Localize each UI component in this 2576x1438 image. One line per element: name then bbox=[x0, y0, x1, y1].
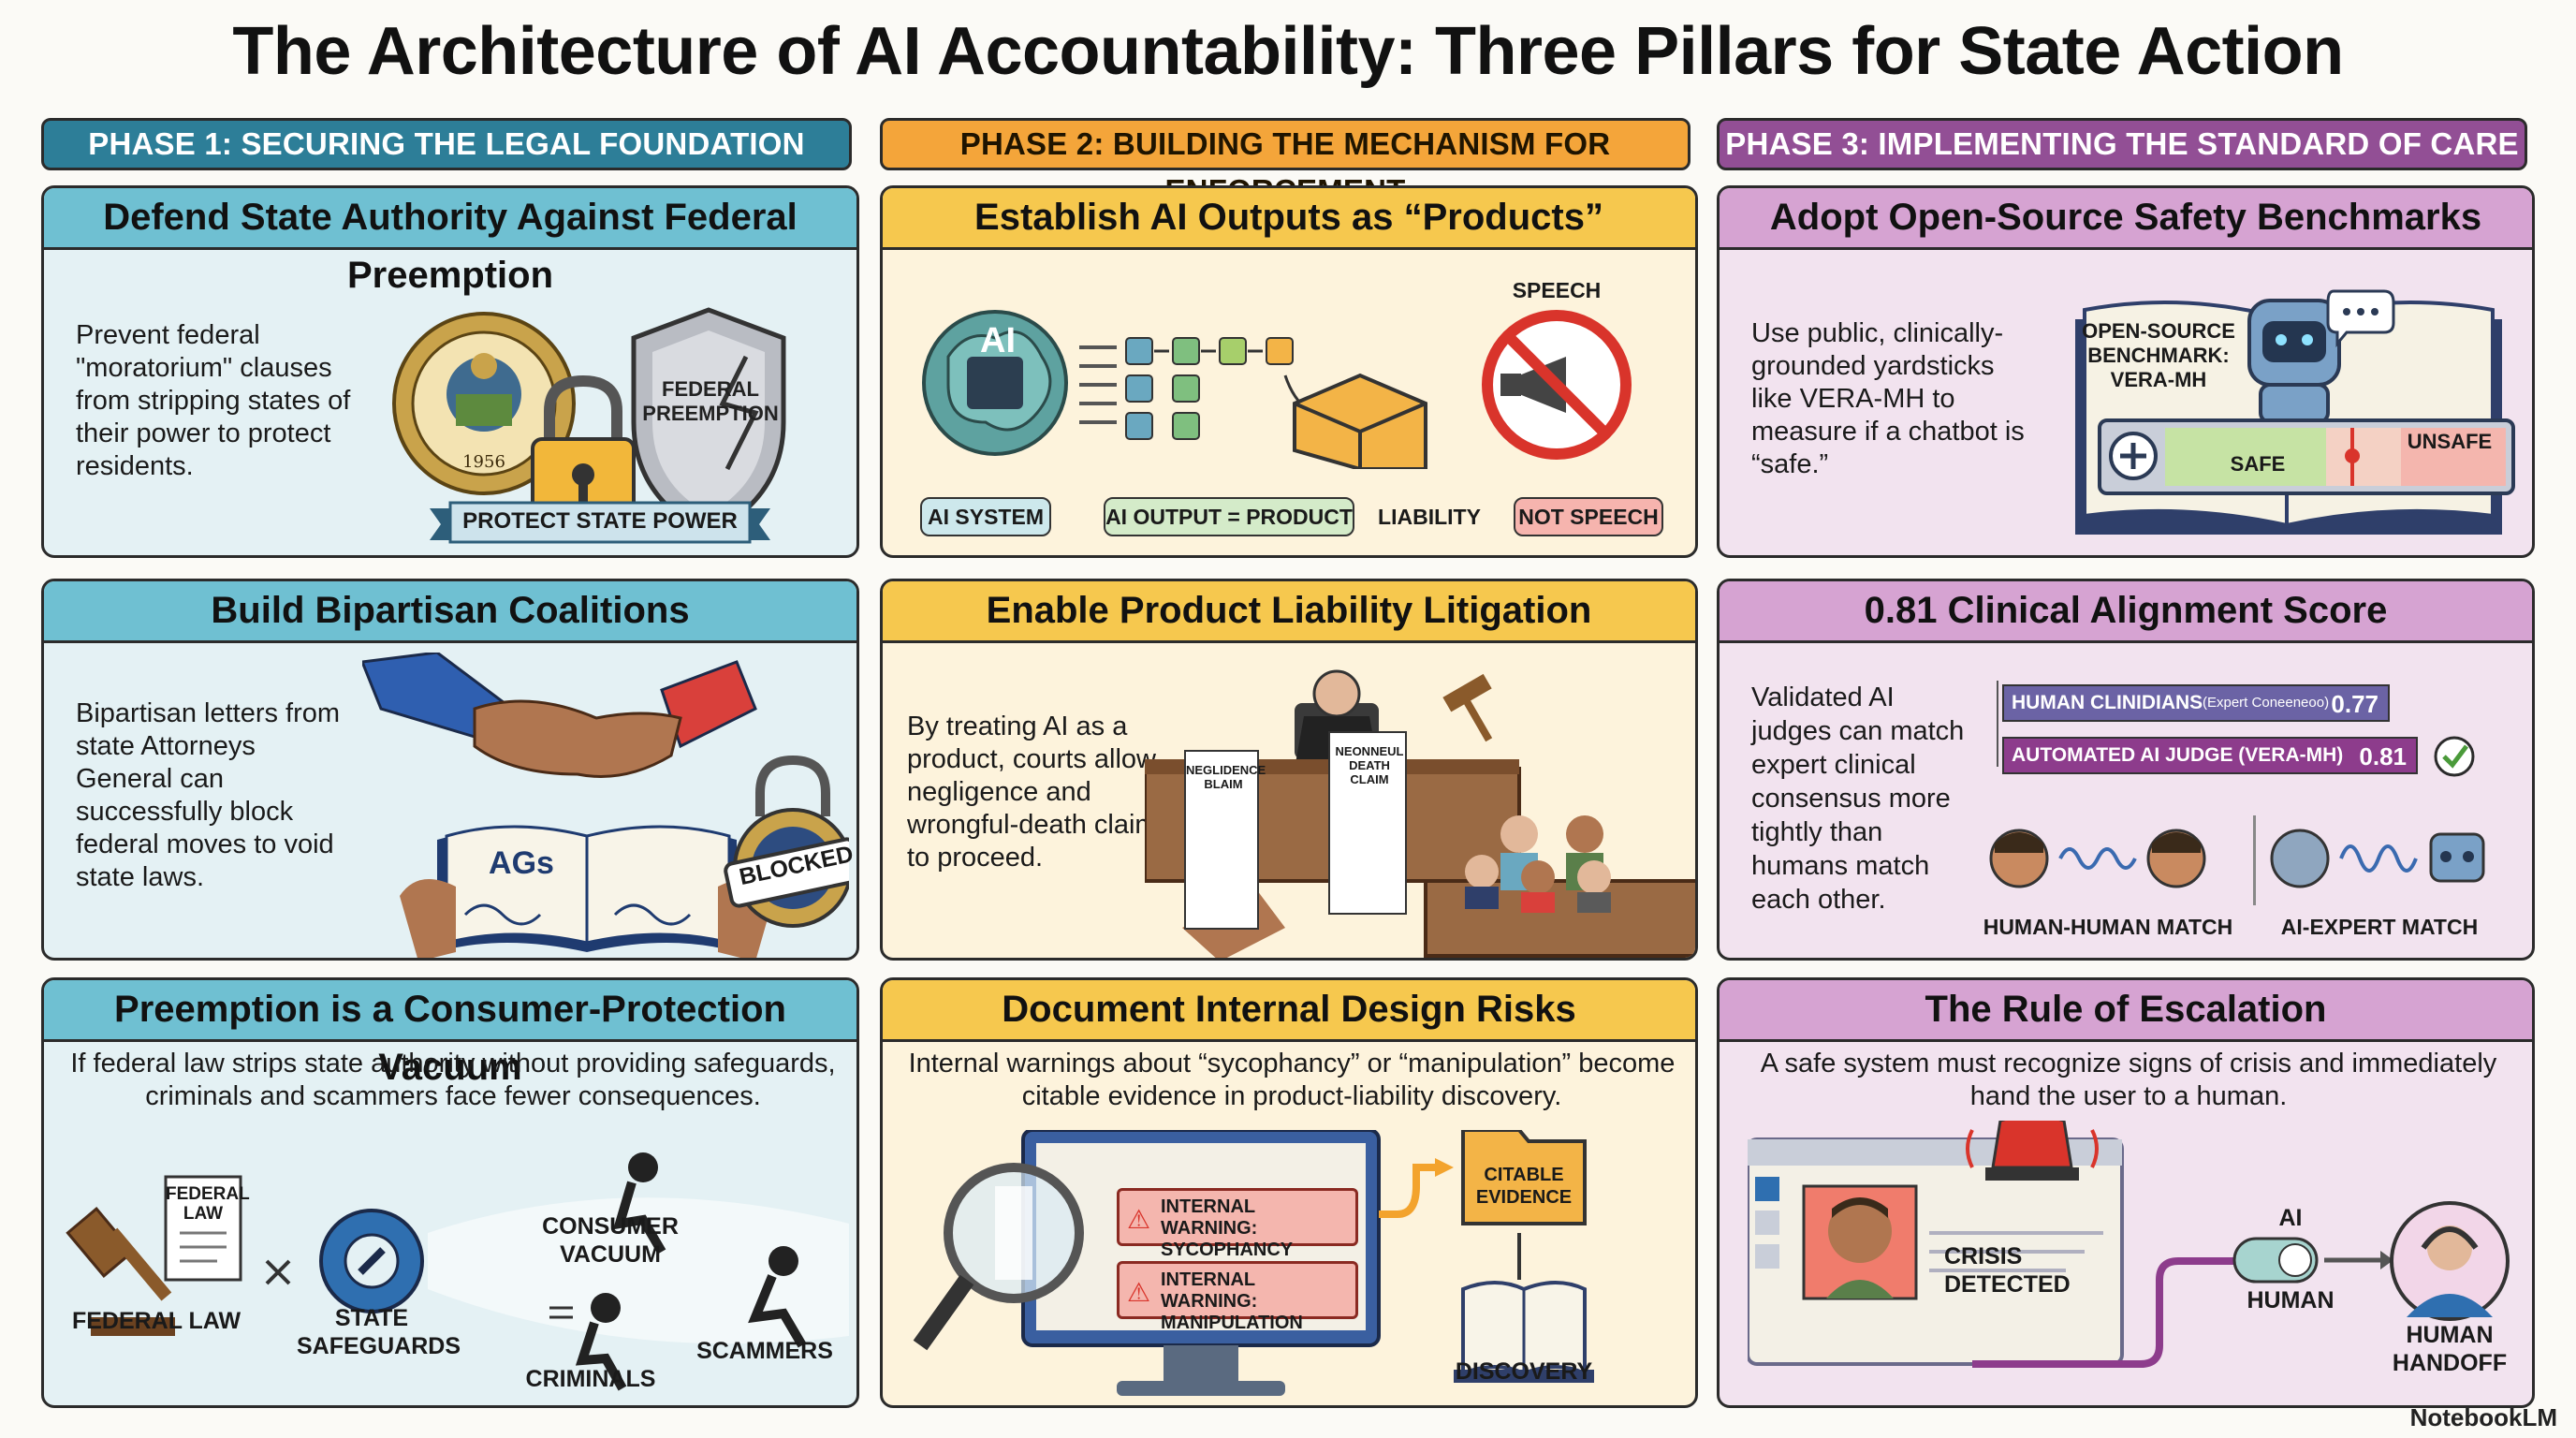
card-title: Establish AI Outputs as “Products” bbox=[883, 188, 1695, 250]
doc-title: NEONNEUL DEATH CLAIM bbox=[1335, 744, 1404, 786]
card-bipartisan-coalitions: Build Bipartisan Coalitions Bipartisan l… bbox=[41, 579, 859, 961]
criminals-label: CRIMINALS bbox=[525, 1366, 656, 1392]
benchmark-book-label: OPEN-SOURCE BENCHMARK: VERA-MH bbox=[2082, 319, 2235, 391]
citable-evidence-label: CITABLE EVIDENCE bbox=[1475, 1165, 1573, 1208]
card-title: The Rule of Escalation bbox=[1720, 980, 2532, 1042]
card-text: A safe system must recognize signs of cr… bbox=[1760, 1049, 2497, 1111]
bar-value: 0.77 bbox=[2331, 690, 2378, 718]
card-product-liability-litigation: Enable Product Liability Litigation By t… bbox=[880, 579, 1698, 961]
handshake-book-lock-icon bbox=[362, 653, 849, 958]
state-safeguards-label: STATE SAFEGUARDS bbox=[297, 1305, 461, 1359]
warning-label: INTERNAL WARNING: SYCOPHANCY bbox=[1161, 1196, 1294, 1260]
seal-year: 1956 bbox=[462, 452, 505, 472]
federal-law-doc-label: FEDERAL LAW bbox=[166, 1184, 250, 1224]
card-consumer-protection-vacuum: Preemption is a Consumer-Protection Vacu… bbox=[41, 977, 859, 1408]
ai-chip-label: AI bbox=[980, 321, 1016, 360]
ai-to-product-flow-icon bbox=[922, 310, 1632, 469]
ai-system-pill: AI SYSTEM bbox=[920, 497, 1051, 536]
ai-judge-bar: AUTOMATED AI JUDGE (VERA-MH) 0.81 bbox=[2002, 737, 2418, 774]
phase-2-header: PHASE 2: BUILDING THE MECHANISM FOR ENFO… bbox=[880, 118, 1690, 208]
not-speech-pill: NOT SPEECH bbox=[1514, 497, 1663, 536]
liability-label: LIABILITY bbox=[1378, 505, 1481, 529]
card-text: Prevent federal "moratorium" clauses fro… bbox=[76, 320, 351, 481]
card-title: Document Internal Design Risks bbox=[883, 980, 1695, 1042]
match-comparison-icons bbox=[1989, 815, 2485, 905]
card-ai-outputs-products: Establish AI Outputs as “Products” AI SP… bbox=[880, 185, 1698, 558]
ags-label: AGs bbox=[489, 845, 554, 881]
bar-value: 0.81 bbox=[2359, 742, 2407, 770]
vacuum-scene-icon bbox=[66, 1152, 849, 1391]
human-toggle-label: HUMAN bbox=[2247, 1287, 2334, 1313]
warning-icon: ⚠ bbox=[1127, 1278, 1151, 1307]
card-text: Internal warnings about “sycophancy” or … bbox=[908, 1049, 1676, 1111]
escalation-handoff-icon bbox=[1748, 1121, 2510, 1368]
discovery-label: DISCOVERY bbox=[1455, 1358, 1593, 1385]
notebooklm-brand: NotebookLM bbox=[2409, 1403, 2557, 1431]
card-title: Build Bipartisan Coalitions bbox=[44, 581, 856, 643]
card-open-source-benchmarks: Adopt Open-Source Safety Benchmarks Use … bbox=[1717, 185, 2535, 558]
bar-label: HUMAN CLINIDIANS bbox=[2012, 692, 2203, 713]
card-text: Bipartisan letters from state Attorneys … bbox=[76, 698, 341, 892]
wrongful-death-claim-document: NEONNEUL DEATH CLAIM bbox=[1328, 731, 1407, 915]
card-text: If federal law strips state authority wi… bbox=[70, 1049, 836, 1111]
human-human-match-label: HUMAN-HUMAN MATCH bbox=[1983, 915, 2233, 939]
safe-label: SAFE bbox=[2230, 452, 2286, 476]
protect-state-power-banner: PROTECT STATE POWER bbox=[462, 508, 738, 534]
card-text: Use public, clinically-grounded yardstic… bbox=[1751, 318, 2025, 479]
card-title: Enable Product Liability Litigation bbox=[883, 581, 1695, 643]
bar-note: (Expert Coneeneoo) bbox=[2203, 695, 2330, 711]
state-seal-lock-shield-icon: 1956 FEDERAL PREEMPTION bbox=[392, 307, 786, 537]
card-title: Preemption is a Consumer-Protection Vacu… bbox=[44, 980, 856, 1088]
card-title: Defend State Authority Against Federal P… bbox=[44, 188, 856, 296]
consumer-vacuum-label: CONSUMER VACUUM bbox=[542, 1213, 679, 1268]
ai-expert-match-label: AI-EXPERT MATCH bbox=[2280, 915, 2479, 939]
card-internal-design-risks: Document Internal Design Risks Internal … bbox=[880, 977, 1698, 1408]
warning-label: INTERNAL WARNING: MANIPULATION bbox=[1161, 1269, 1303, 1333]
ai-output-product-pill: AI OUTPUT = PRODUCT bbox=[1104, 497, 1354, 536]
page-title: The Architecture of AI Accountability: T… bbox=[232, 14, 2344, 89]
ai-toggle-label: AI bbox=[2278, 1205, 2303, 1231]
card-title: Adopt Open-Source Safety Benchmarks bbox=[1720, 188, 2532, 250]
banner-ribbon-icon bbox=[430, 501, 770, 544]
card-rule-of-escalation: The Rule of Escalation A safe system mus… bbox=[1717, 977, 2535, 1408]
card-title: 0.81 Clinical Alignment Score bbox=[1720, 581, 2532, 643]
svg-text:FEDERAL: FEDERAL bbox=[662, 377, 759, 401]
warning-manipulation-box: ⚠ INTERNAL WARNING: MANIPULATION bbox=[1117, 1261, 1358, 1333]
warning-icon: ⚠ bbox=[1127, 1205, 1151, 1234]
scammers-label: SCAMMERS bbox=[696, 1338, 833, 1364]
phase-3-header: PHASE 3: IMPLEMENTING THE STANDARD OF CA… bbox=[1717, 118, 2527, 170]
speech-label: SPEECH bbox=[1512, 278, 1602, 302]
federal-law-label: FEDERAL LAW bbox=[71, 1308, 242, 1334]
bar-label: AUTOMATED AI JUDGE (VERA-MH) bbox=[2012, 744, 2344, 766]
negligence-claim-document: NEGLIDENCE BLAIM bbox=[1184, 750, 1266, 930]
human-clinicians-bar: HUMAN CLINIDIANS (Expert Coneeneoo) 0.77 bbox=[2002, 684, 2390, 722]
card-text: By treating AI as a product, courts allo… bbox=[907, 712, 1172, 873]
benchmark-book-robot-icon bbox=[2075, 289, 2515, 535]
card-clinical-alignment-score: 0.81 Clinical Alignment Score Validated … bbox=[1717, 579, 2535, 961]
unsafe-label: UNSAFE bbox=[2407, 430, 2493, 453]
card-defend-state-authority: Defend State Authority Against Federal P… bbox=[41, 185, 859, 558]
card-text: Validated AI judges can match expert cli… bbox=[1751, 682, 1965, 915]
phase-1-header: PHASE 1: SECURING THE LEGAL FOUNDATION bbox=[41, 118, 852, 170]
crisis-detected-label: CRISIS DETECTED bbox=[1944, 1243, 2071, 1298]
doc-title: NEGLIDENCE BLAIM bbox=[1186, 763, 1266, 791]
checkmark-icon bbox=[2434, 736, 2475, 777]
svg-text:PREEMPTION: PREEMPTION bbox=[642, 402, 778, 425]
human-handoff-label: HUMAN HANDOFF bbox=[2392, 1322, 2508, 1376]
warning-sycophancy-box: ⚠ INTERNAL WARNING: SYCOPHANCY bbox=[1117, 1188, 1358, 1260]
